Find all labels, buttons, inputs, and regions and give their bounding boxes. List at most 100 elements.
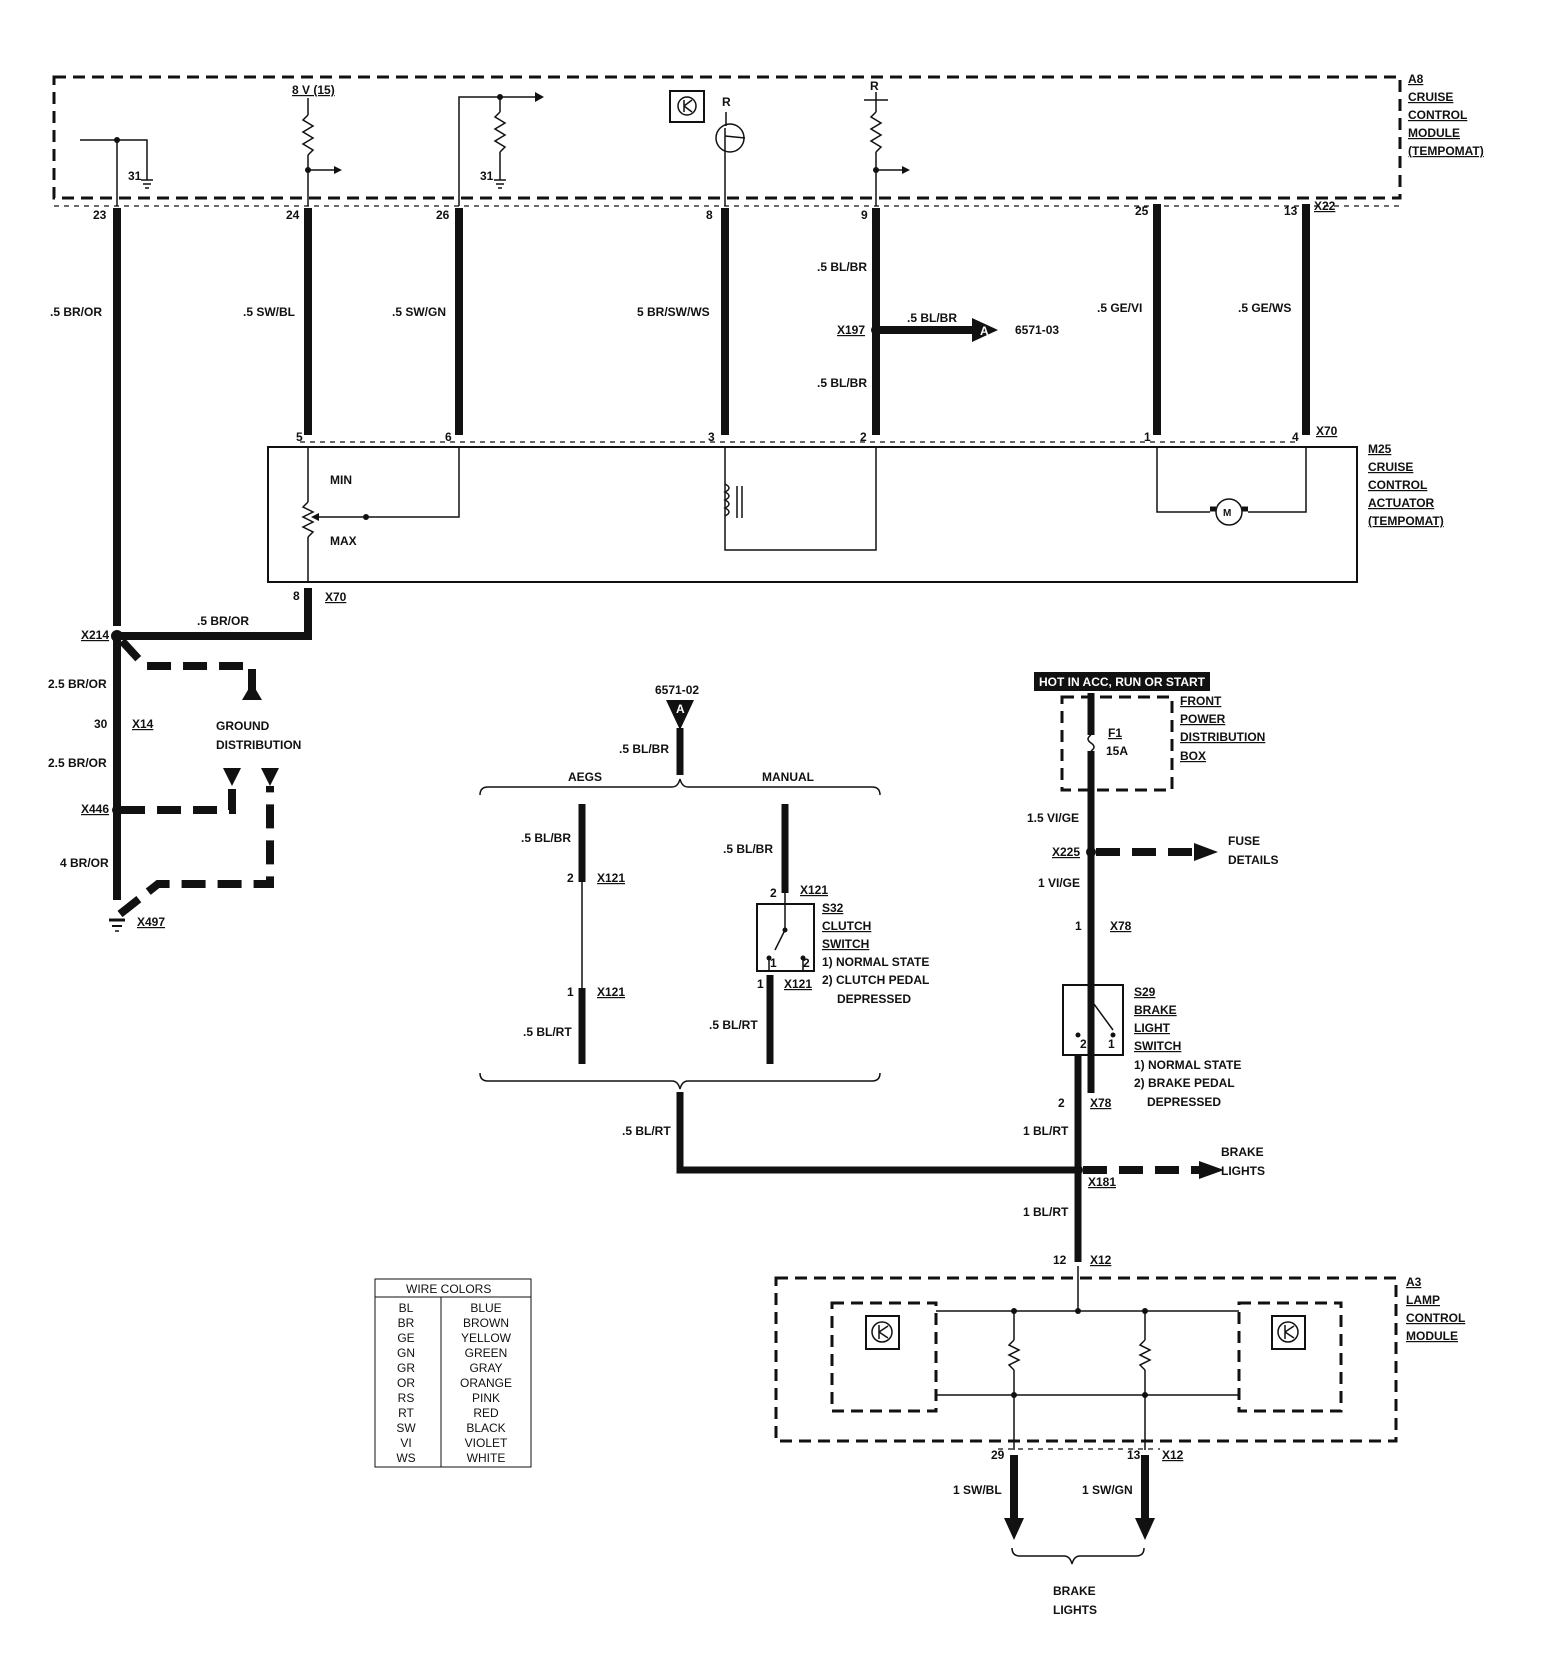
s32-pin-2: 2 [803,956,810,970]
s32-note-1: 2) CLUTCH PEDAL [822,973,929,987]
a3-title-line-0: A3 [1406,1275,1422,1289]
a8-pin-24: 24 [286,208,300,222]
a8-pin-23: 23 [93,208,107,222]
aegs-pin-2: 2 [567,871,574,885]
x12-input-pin: 12 [1053,1253,1067,1267]
m25-title-line-4: (TEMPOMAT) [1368,514,1444,528]
legend-code-9: VI [400,1436,411,1450]
x181-output-wire-label: 1 BL/RT [1023,1205,1069,1219]
m25-max-label: MAX [330,534,357,548]
m25-title-line-2: CONTROL [1368,478,1427,492]
connector-x12-top-label: X12 [1090,1253,1112,1267]
connector-x22-label: X22 [1314,199,1336,213]
a8-pin-9: 9 [861,208,868,222]
brake-light-circuit: HOT IN ACC, RUN OR START F1 15A FRONT PO… [1023,672,1278,1267]
connector-x70-top-label: X70 [1316,424,1338,438]
m25-cruise-control-actuator: 5 6 3 2 1 4 X70 MIN MAX M M25 CRUISE CON… [267,424,1444,583]
svg-text:M: M [1223,508,1231,519]
fuse-details-label-1: DETAILS [1228,853,1278,867]
aegs-x121-top: X121 [597,871,625,885]
s29-output-wire-label: 1 BL/RT [1023,1124,1069,1138]
legend-color-5: ORANGE [460,1376,512,1390]
x78-top-label: X78 [1110,919,1132,933]
brake-lights-right-0: BRAKE [1221,1145,1264,1159]
a8-supply-label: 8 V (15) [292,83,335,97]
fuse-rating: 15A [1106,744,1128,758]
wire-26-label: .5 SW/GN [392,305,446,319]
wire-9b-label: .5 BL/BR [817,376,867,390]
ground-circuit: 8 X70 .5 BR/OR X214 GROUND DISTRIBUTION … [48,588,347,932]
legend-color-10: WHITE [467,1451,506,1465]
s29-title-line-3: SWITCH [1134,1039,1181,1053]
aegs-pin-1: 1 [567,985,574,999]
ref-a-letter-2: A [676,702,685,716]
front-box-title-line-2: DISTRIBUTION [1180,730,1265,744]
connector-x497-label: X497 [137,915,165,929]
fuse-output-wire-label: 1.5 VI/GE [1027,811,1079,825]
a3-lamp-control-module: A3 LAMP CONTROL MODULE 29 13 X12 1 SW/BL… [774,1266,1465,1617]
manual-x121-top: X121 [800,883,828,897]
legend-color-3: GREEN [465,1346,508,1360]
wire-9h-label: .5 BL/BR [907,311,957,325]
a8-r1-label: R [722,95,731,109]
aegs-x121-bottom: X121 [597,985,625,999]
a8-ground-2-label: 31 [480,169,494,183]
legend-color-6: PINK [472,1391,500,1405]
connector-x181-label: X181 [1088,1175,1116,1189]
m25-pin-8: 8 [293,589,300,603]
wire-25-label: .5 GE/VI [1097,301,1142,315]
a8-pin-25: 25 [1135,204,1149,218]
manual-x121-bottom: X121 [784,977,812,991]
transmission-selection-circuit: 6571-02 A .5 BL/BR AEGS MANUAL .5 BL/BR … [479,683,1075,1174]
m25-pin-6: 6 [445,430,452,444]
brake-lights-right-1: LIGHTS [1221,1164,1265,1178]
m25-title-line-0: M25 [1368,442,1392,456]
legend-code-7: RT [398,1406,414,1420]
legend-color-9: VIOLET [465,1436,508,1450]
legend-code-4: GR [397,1361,415,1375]
input-wire-label: .5 BL/BR [619,742,669,756]
ground-distribution-label-0: GROUND [216,719,270,733]
legend-color-8: BLACK [466,1421,505,1435]
s32-pin-1: 1 [770,956,777,970]
front-box-title-line-0: FRONT [1180,694,1222,708]
harness-wire-labels: .5 BR/OR .5 SW/BL .5 SW/GN 5 BR/SW/WS .5… [50,260,1291,390]
legend-code-10: WS [396,1451,415,1465]
connector-x12-bottom-label: X12 [1162,1448,1184,1462]
s29-note-0: 1) NORMAL STATE [1134,1058,1241,1072]
a8-pin-26: 26 [436,208,450,222]
ref-a-letter: A [980,324,989,338]
s32-note-2: DEPRESSED [837,992,911,1006]
m25-ground-wire-label: .5 BR/OR [197,614,249,628]
manual-label: MANUAL [762,770,814,784]
a3-title-line-3: MODULE [1406,1329,1458,1343]
brake-lights-bottom-1: LIGHTS [1053,1603,1097,1617]
a8-pin-8: 8 [706,208,713,222]
s29-title-line-1: BRAKE [1134,1003,1177,1017]
legend-code-8: SW [396,1421,416,1435]
ground-wire-2-label: 2.5 BR/OR [48,756,107,770]
brake-lights-bottom-0: BRAKE [1053,1584,1096,1598]
s29-pin-1: 1 [1108,1037,1115,1051]
legend-code-3: GN [397,1346,415,1360]
wire-9a-label: .5 BL/BR [817,260,867,274]
ref-from-page: 6571-02 [655,683,699,697]
a3-pin-29: 29 [991,1448,1005,1462]
manual-bottom-wire-label: .5 BL/RT [709,1018,758,1032]
fuse-details-label-0: FUSE [1228,834,1260,848]
a8-r2-label: R [870,79,879,93]
legend-code-2: GE [397,1331,414,1345]
a8-ground-1-label: 31 [128,169,142,183]
a8-pin-13: 13 [1284,204,1298,218]
wire-24-label: .5 SW/BL [243,305,295,319]
hot-banner: HOT IN ACC, RUN OR START [1039,675,1206,689]
front-box-title-line-1: POWER [1180,712,1226,726]
x14-pin-label: 30 [94,717,108,731]
legend-color-1: BROWN [463,1316,509,1330]
selection-output-wire-label: .5 BL/RT [622,1124,671,1138]
wire-8-label: 5 BR/SW/WS [637,305,710,319]
manual-pin-2: 2 [770,886,777,900]
legend-code-1: BR [398,1316,415,1330]
connector-x446-label: X446 [81,802,109,816]
